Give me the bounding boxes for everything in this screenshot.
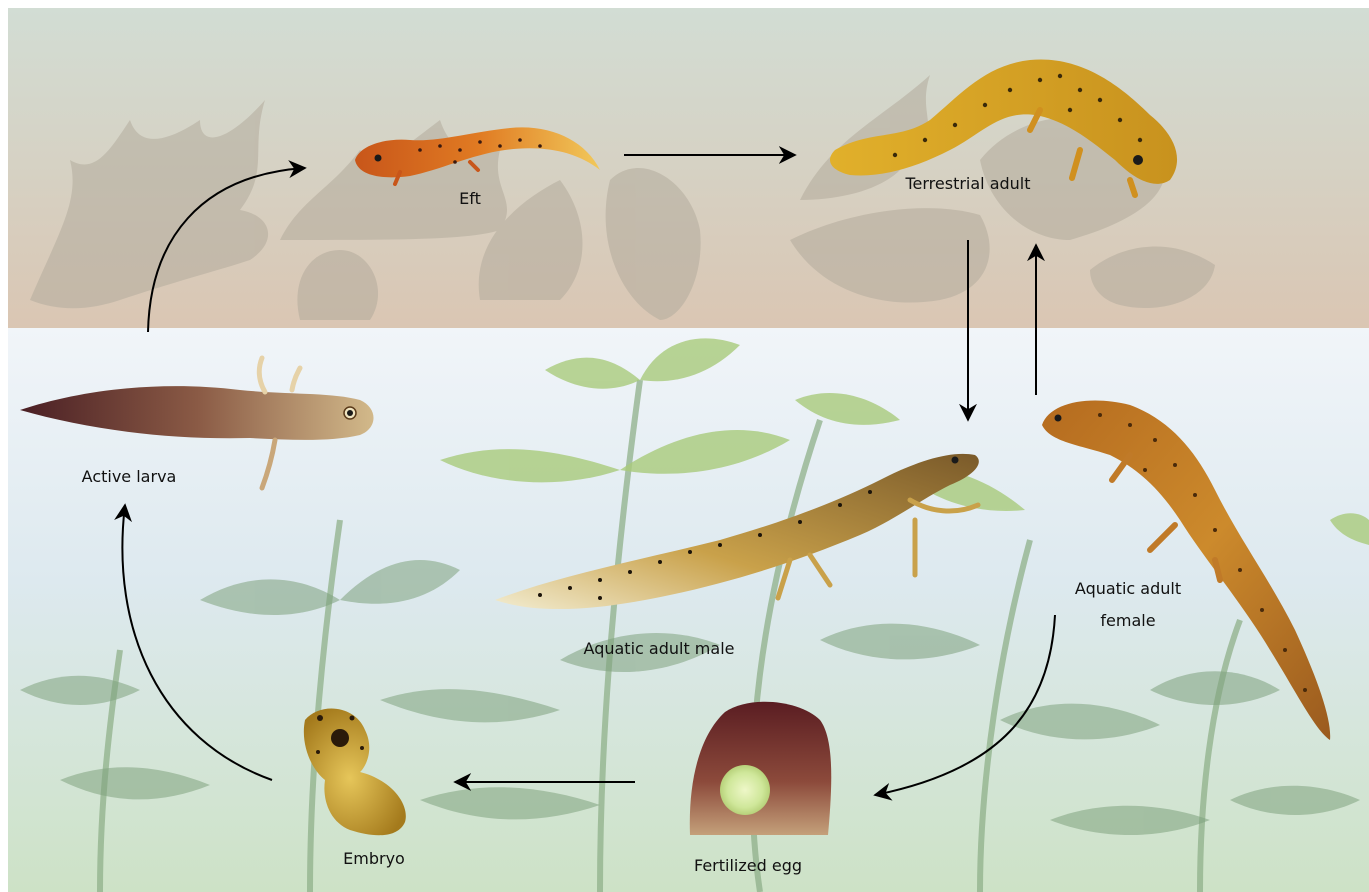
label-fertilized-egg: Fertilized egg [694, 856, 802, 876]
label-active-larva: Active larva [82, 467, 177, 487]
label-aquatic-adult-male: Aquatic adult male [584, 639, 735, 659]
label-embryo: Embryo [343, 849, 405, 869]
label-terrestrial-adult: Terrestrial adult [905, 174, 1030, 194]
label-eft: Eft [459, 189, 481, 209]
label-aquatic-adult-female-line2: female [1100, 611, 1155, 631]
label-aquatic-adult-female-line1: Aquatic adult [1075, 579, 1181, 599]
